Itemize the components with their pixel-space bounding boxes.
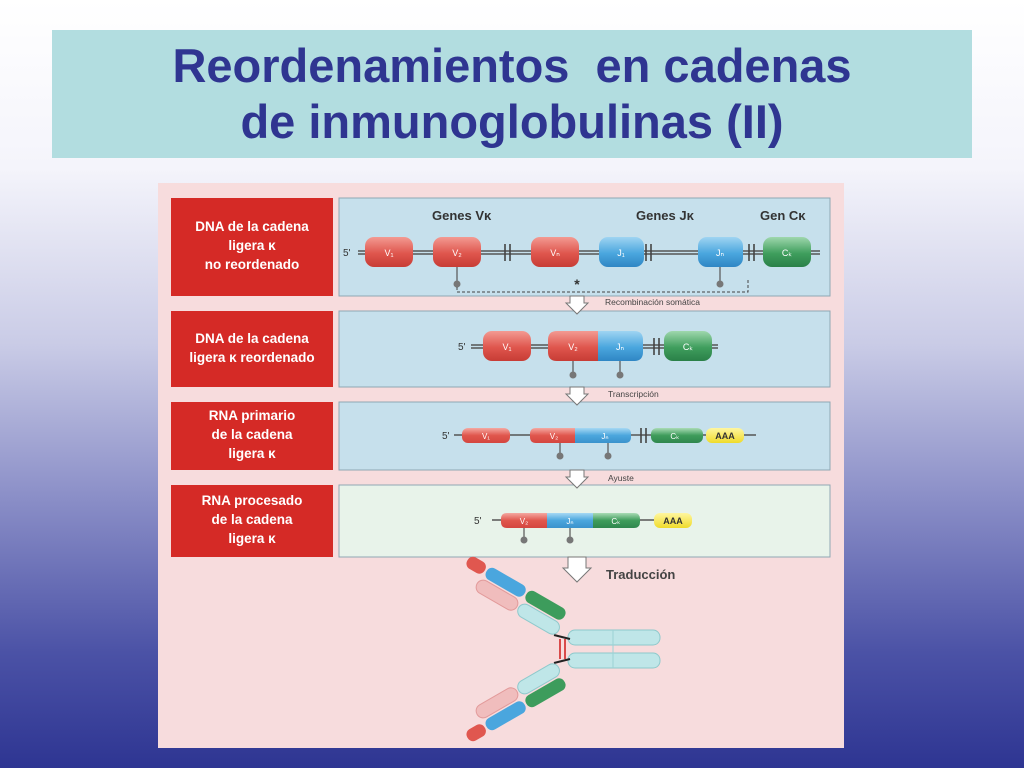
row-1-v1-segment [365, 237, 413, 267]
row-2-jn-segment [598, 331, 643, 361]
slide-title-line-1: Reordenamientos en cadenas [172, 39, 852, 92]
row-4-label-line-3: ligera κ [228, 531, 276, 546]
row-3-v2-label: V₂ [550, 432, 558, 441]
row-2-label-line-1: DNA de la cadena [195, 331, 309, 346]
row-3-label-line-3: ligera κ [228, 446, 276, 461]
row-4-label-line-1: RNA procesado [202, 493, 303, 508]
row-1-label-line-1: DNA de la cadena [195, 219, 309, 234]
row-4-jn-label: Jₙ [566, 517, 573, 526]
row-2-c-segment [664, 331, 712, 361]
row-4-pins [520, 528, 574, 544]
row-3-v2-segment [530, 428, 575, 443]
row-3-c-label: Cₖ [670, 432, 679, 441]
row-label-box-1: DNA de la cadena ligera κ no reordenado [171, 198, 333, 296]
row-3-poly-a-label: AAA [715, 431, 735, 441]
row-1-c-segment [763, 237, 811, 267]
row-4-c-segment [593, 513, 640, 528]
row-3-pins [556, 443, 612, 460]
row-4-five-prime: 5' [474, 516, 482, 527]
row-2-label-line-2: ligera κ reordenado [189, 350, 314, 365]
row-2-c-label: Cₖ [683, 342, 693, 352]
row-3-breaks [640, 428, 647, 443]
row-1-label-line-2: ligera κ [228, 238, 276, 253]
row-label-box-2: DNA de la cadena ligera κ reordenado [171, 311, 333, 387]
row-3-jn-label: Jₙ [601, 432, 608, 441]
arrow-splicing [564, 469, 590, 489]
row-4-v2-label: V₂ [520, 517, 528, 526]
row-1-label-line-3: no reordenado [205, 257, 300, 272]
row-3-v1-segment [462, 428, 510, 443]
row-3-five-prime: 5' [442, 431, 450, 442]
row-4-poly-a-label: AAA [663, 516, 683, 526]
row-4-poly-a-tail [654, 513, 692, 528]
row-1-vn-segment [531, 237, 579, 267]
row-3-c-segment [651, 428, 703, 443]
row-3-v1-label: V₁ [482, 432, 490, 441]
row-1-v2-segment [433, 237, 481, 267]
deleted-region-asterisk: * [574, 276, 580, 292]
row-1-five-prime: 5' [343, 248, 351, 259]
row-label-box-4: RNA procesado de la cadena ligera κ [171, 485, 333, 557]
row-1-jn-segment [698, 237, 743, 267]
kappa-rearrangement-figure: DNA de la cadena ligera κ no reordenado … [158, 183, 844, 748]
row-1-c-label: Cₖ [782, 248, 792, 258]
row-1-jn-label: Jₙ [716, 248, 725, 258]
row-1-v2-label: V₂ [452, 248, 462, 258]
row-3-jn-segment [575, 428, 631, 443]
row-1-j1-segment [599, 237, 644, 267]
step-splicing-label: Ayuste [608, 473, 634, 483]
step-transcription-label: Transcripción [608, 389, 659, 399]
row-3-label-line-1: RNA primario [209, 408, 296, 423]
arrow-translation [561, 556, 593, 583]
row-2-v1-label: V₁ [502, 342, 511, 352]
step-recombination-label: Recombinación somática [605, 297, 700, 307]
row-1-pins [453, 267, 724, 288]
row-4-label-line-2: de la cadena [211, 512, 293, 527]
row-2-v2-label: V₂ [568, 342, 578, 352]
step-translation-label: Traducción [606, 567, 675, 582]
header-gen-c: Gen Cκ [760, 208, 806, 223]
panel-unrearranged-dna [338, 197, 831, 297]
row-1-j1-label: J₁ [617, 248, 625, 258]
row-4-c-label: Cₖ [611, 517, 620, 526]
title-banner: Reordenamientos en cadenas de inmunoglob… [52, 30, 972, 158]
row-2-breaks [653, 338, 660, 355]
row-3-poly-a-tail [706, 428, 744, 443]
row-4-v2-segment [501, 513, 547, 528]
antibody-illustration [466, 556, 661, 742]
header-genes-j: Genes Jκ [636, 208, 695, 223]
arrow-recombination [564, 295, 590, 315]
row-2-v2-segment [548, 331, 598, 361]
arrow-transcription [564, 386, 590, 406]
header-genes-v: Genes Vκ [432, 208, 492, 223]
recombination-dashed-line [456, 278, 749, 293]
slide-title-line-2: de inmunoglobulinas (II) [240, 95, 784, 148]
row-4-jn-segment [547, 513, 593, 528]
row-2-v1-segment [483, 331, 531, 361]
row-label-box-3: RNA primario de la cadena ligera κ [171, 402, 333, 470]
row-3-label-line-2: de la cadena [211, 427, 293, 442]
row-1-vn-label: Vₙ [550, 248, 560, 258]
row-2-jn-label: Jₙ [616, 342, 625, 352]
row-1-breaks [504, 244, 755, 261]
row-1-v1-label: V₁ [384, 248, 393, 258]
row-2-five-prime: 5' [458, 342, 466, 353]
row-2-pins [569, 361, 624, 379]
